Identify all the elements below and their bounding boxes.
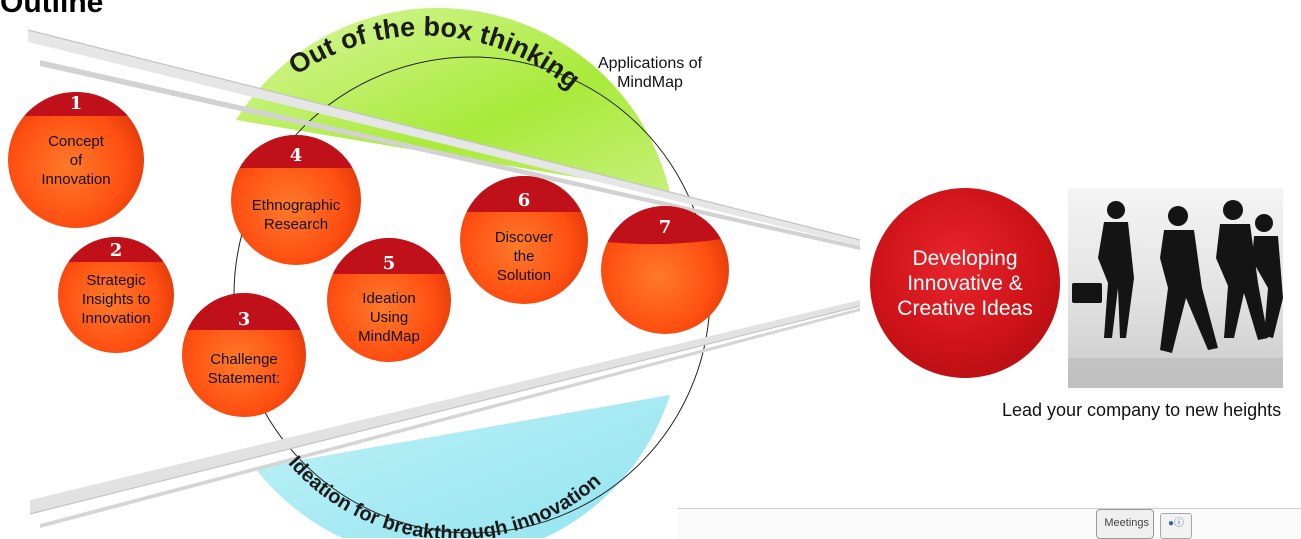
funnel-top-beam: [27, 29, 861, 250]
bottom-cyan-arc: [255, 395, 670, 538]
info-thumbnail: ●ⓘ: [1160, 513, 1192, 539]
step-1-number: 1: [70, 93, 83, 114]
page-title: Outline: [0, 0, 104, 19]
step-2-number: 2: [110, 240, 123, 261]
funnel-bottom-beam: [29, 300, 861, 528]
step-6-number: 6: [518, 190, 531, 211]
step-5-number: 5: [383, 253, 396, 274]
step-4-number: 4: [290, 145, 303, 166]
meetings-label: Meetings: [1104, 517, 1149, 529]
outcome-label: Developing Innovative & Creative Ideas: [897, 246, 1033, 320]
step-7-number: 7: [659, 217, 672, 238]
outcome-circle: Developing Innovative & Creative Ideas: [870, 188, 1060, 378]
step-3-number: 3: [238, 309, 251, 330]
business-people-photo: [1068, 188, 1283, 388]
applications-of-mindmap-label: Applications of MindMap: [597, 55, 703, 91]
photo-caption: Lead your company to new heights: [1002, 400, 1282, 420]
top-green-arc: [236, 7, 670, 194]
step-7: 7: [601, 206, 729, 334]
meetings-thumbnail: Meetings: [1096, 509, 1154, 539]
bottom-thumbnail-strip: Meetings ●ⓘ: [678, 508, 1301, 539]
